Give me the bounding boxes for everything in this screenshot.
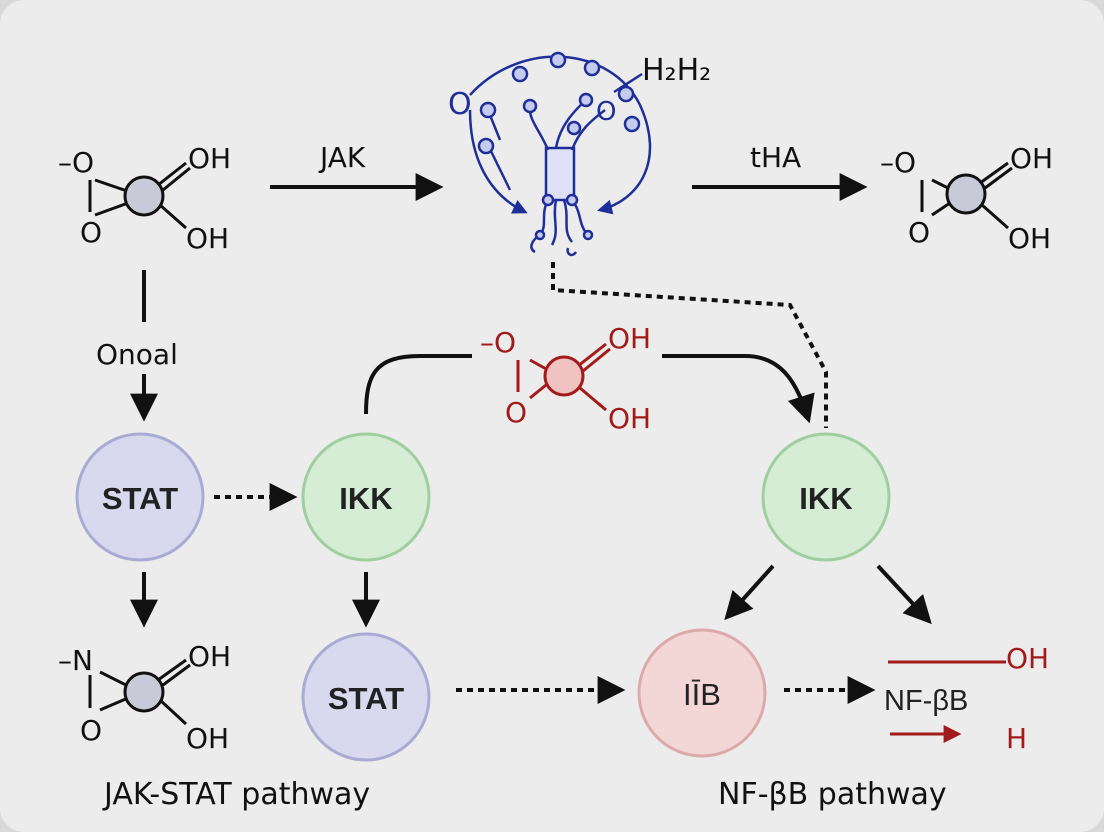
molecule-center-red: –O O OH OH (480, 322, 651, 435)
molecule-center-atom (123, 175, 165, 217)
molecule-top-right: –O O OH OH (880, 142, 1053, 255)
molecule-top-left: –O O OH OH (58, 142, 231, 255)
group-label: OH (186, 722, 229, 755)
curve-red-to-ikk (662, 354, 815, 424)
node-circle (301, 432, 431, 562)
caption-nfkb: NF-βB pathway (718, 777, 947, 812)
molecule-center-atom (543, 355, 585, 397)
group-label: OH (188, 142, 231, 175)
node-stat-left[interactable]: STAT (75, 432, 205, 562)
node-ikk-center[interactable]: IKK (301, 432, 431, 562)
edge-label-onoal: Onoal (96, 338, 178, 371)
receptor-atom-label: O (596, 97, 616, 127)
node-label: IKK (339, 481, 393, 516)
receptor-formula: H₂H₂ (642, 53, 711, 88)
node-ikk-right[interactable]: IKK (761, 432, 891, 562)
node-circle (75, 432, 205, 562)
node-circle (637, 628, 767, 758)
molecule-center-atom (123, 671, 165, 713)
atom-label: O (80, 216, 102, 249)
dotted-link-receptor-ikk (551, 262, 828, 428)
curve-ikk-to-red (364, 354, 472, 415)
node-label: STAT (102, 481, 178, 516)
receptor-beads (477, 51, 641, 241)
atom-label: –N (58, 644, 93, 677)
edge-label-tha: tHA (750, 141, 801, 174)
node-ikb[interactable]: IĪB (637, 628, 767, 758)
atom-label: O (505, 396, 527, 429)
node-circle (761, 432, 891, 562)
node-label: IKK (799, 481, 853, 516)
atom-label: O (908, 216, 930, 249)
node-nfkb-label[interactable]: NF-βB (884, 685, 968, 717)
node-circle (301, 632, 431, 762)
receptor-atom-label: O (448, 87, 472, 122)
node-label: IĪB (683, 677, 721, 712)
molecule-bottom-left: –N O OH OH (58, 640, 231, 755)
atom-label: –O (880, 146, 916, 179)
group-label: OH (186, 222, 229, 255)
atom-label: –O (480, 326, 516, 359)
nfkb-h-label: H (1006, 722, 1027, 755)
group-label: OH (608, 402, 651, 435)
edge-label-jak: JAK (318, 141, 366, 174)
atom-label: –O (58, 146, 94, 179)
node-label: STAT (328, 681, 404, 716)
nfkb-oh-label: OH (1006, 642, 1049, 675)
node-stat-bottom[interactable]: STAT (301, 632, 431, 762)
arrow-ikk-to-nfkb (876, 564, 932, 625)
group-label: OH (1010, 142, 1053, 175)
group-label: OH (188, 640, 231, 673)
group-label: OH (608, 322, 651, 355)
group-label: OH (1008, 222, 1051, 255)
molecule-center-atom (945, 173, 987, 215)
arrow-ikk-to-ikb (724, 564, 775, 621)
receptor-structure (468, 55, 652, 257)
atom-label: O (80, 714, 102, 747)
caption-jak-stat: JAK-STAT pathway (102, 777, 370, 812)
